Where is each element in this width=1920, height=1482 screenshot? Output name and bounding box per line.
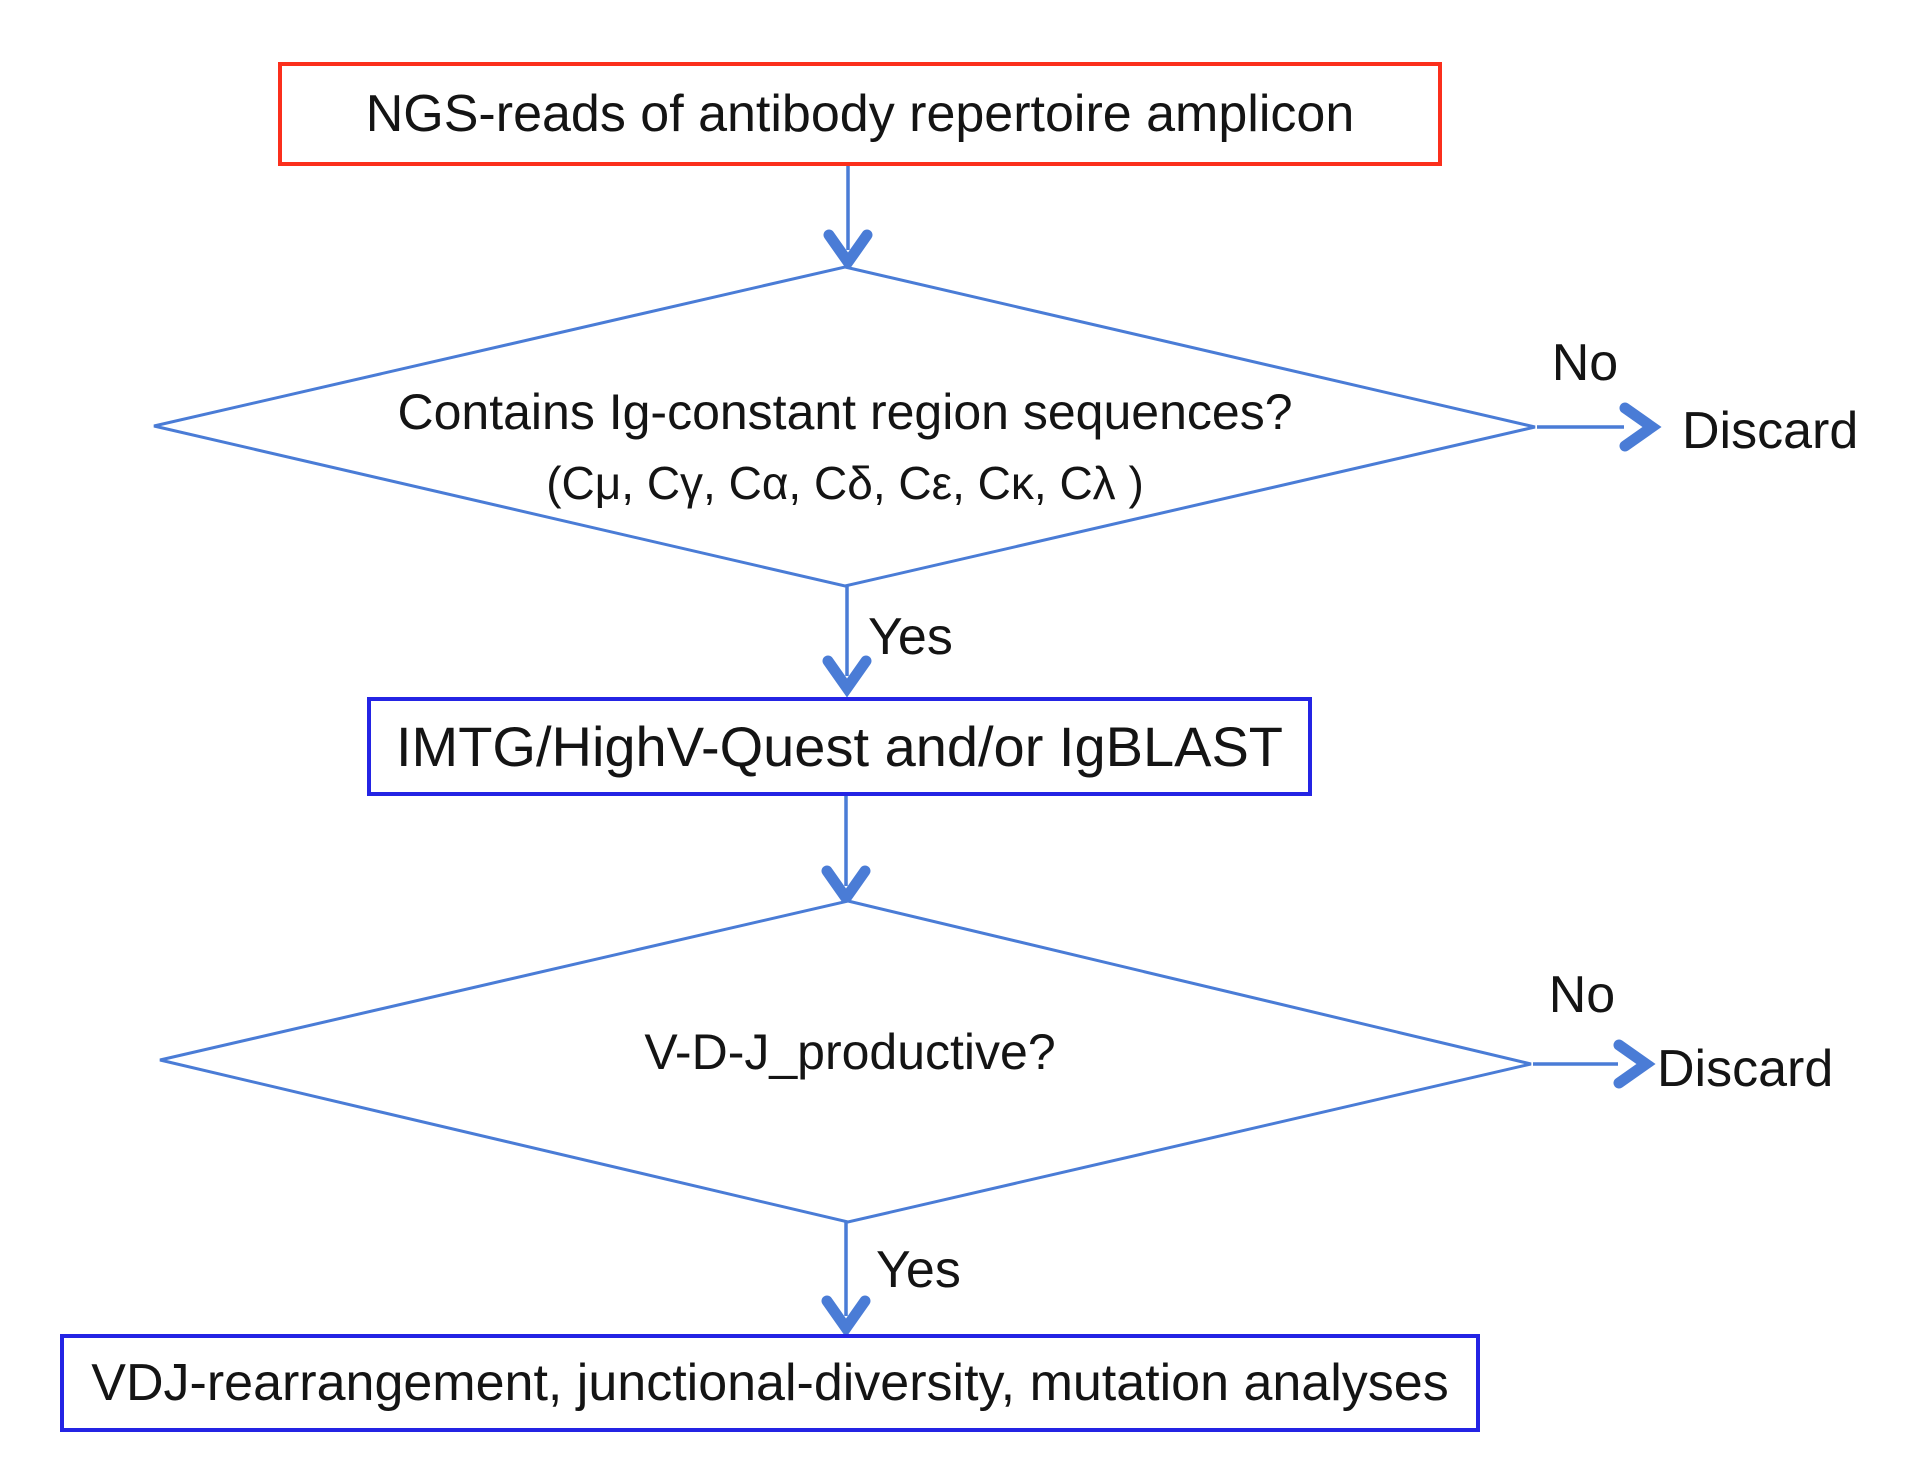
process1-node-label: IMTG/HighV-Quest and/or IgBLAST — [395, 715, 1284, 778]
start-node: NGS-reads of antibody repertoire amplico… — [278, 62, 1442, 166]
arrowhead-start-to-decision1-icon — [823, 229, 873, 272]
decision1-no-label: No — [1551, 334, 1619, 392]
decision1-detail: (Cμ, Cγ, Cα, Cδ, Cε, Cκ, Cλ ) — [546, 457, 1144, 509]
process1-node: IMTG/HighV-Quest and/or IgBLAST — [367, 697, 1312, 796]
result-node-label: VDJ-rearrangement, junctional-diversity,… — [91, 1354, 1449, 1412]
result-node: VDJ-rearrangement, junctional-diversity,… — [60, 1334, 1480, 1432]
arrowhead-process1-to-decision2-icon — [821, 865, 871, 908]
decision1-diamond — [153, 265, 1536, 588]
decision2-yes-label: Yes — [876, 1241, 961, 1299]
decision1-yes-label: Yes — [868, 608, 953, 666]
decision1-discard-label: Discard — [1682, 402, 1859, 460]
decision2-discard-label: Discard — [1657, 1040, 1834, 1098]
arrowhead-decision2-no-icon — [1613, 1039, 1656, 1089]
arrowhead-decision1-no-icon — [1619, 402, 1662, 452]
decision2-diamond — [159, 899, 1532, 1224]
decision2-question: V-D-J_productive? — [644, 1024, 1056, 1080]
arrowhead-decision2-yes-icon — [821, 1295, 871, 1338]
decision1-label: Contains Ig-constant region sequences? (… — [245, 376, 1445, 518]
decision2-no-label: No — [1548, 966, 1616, 1024]
arrowhead-decision1-yes-icon — [822, 655, 872, 698]
start-node-label: NGS-reads of antibody repertoire amplico… — [365, 85, 1355, 143]
decision2-label: V-D-J_productive? — [345, 1016, 1355, 1088]
decision1-question: Contains Ig-constant region sequences? — [397, 384, 1293, 440]
